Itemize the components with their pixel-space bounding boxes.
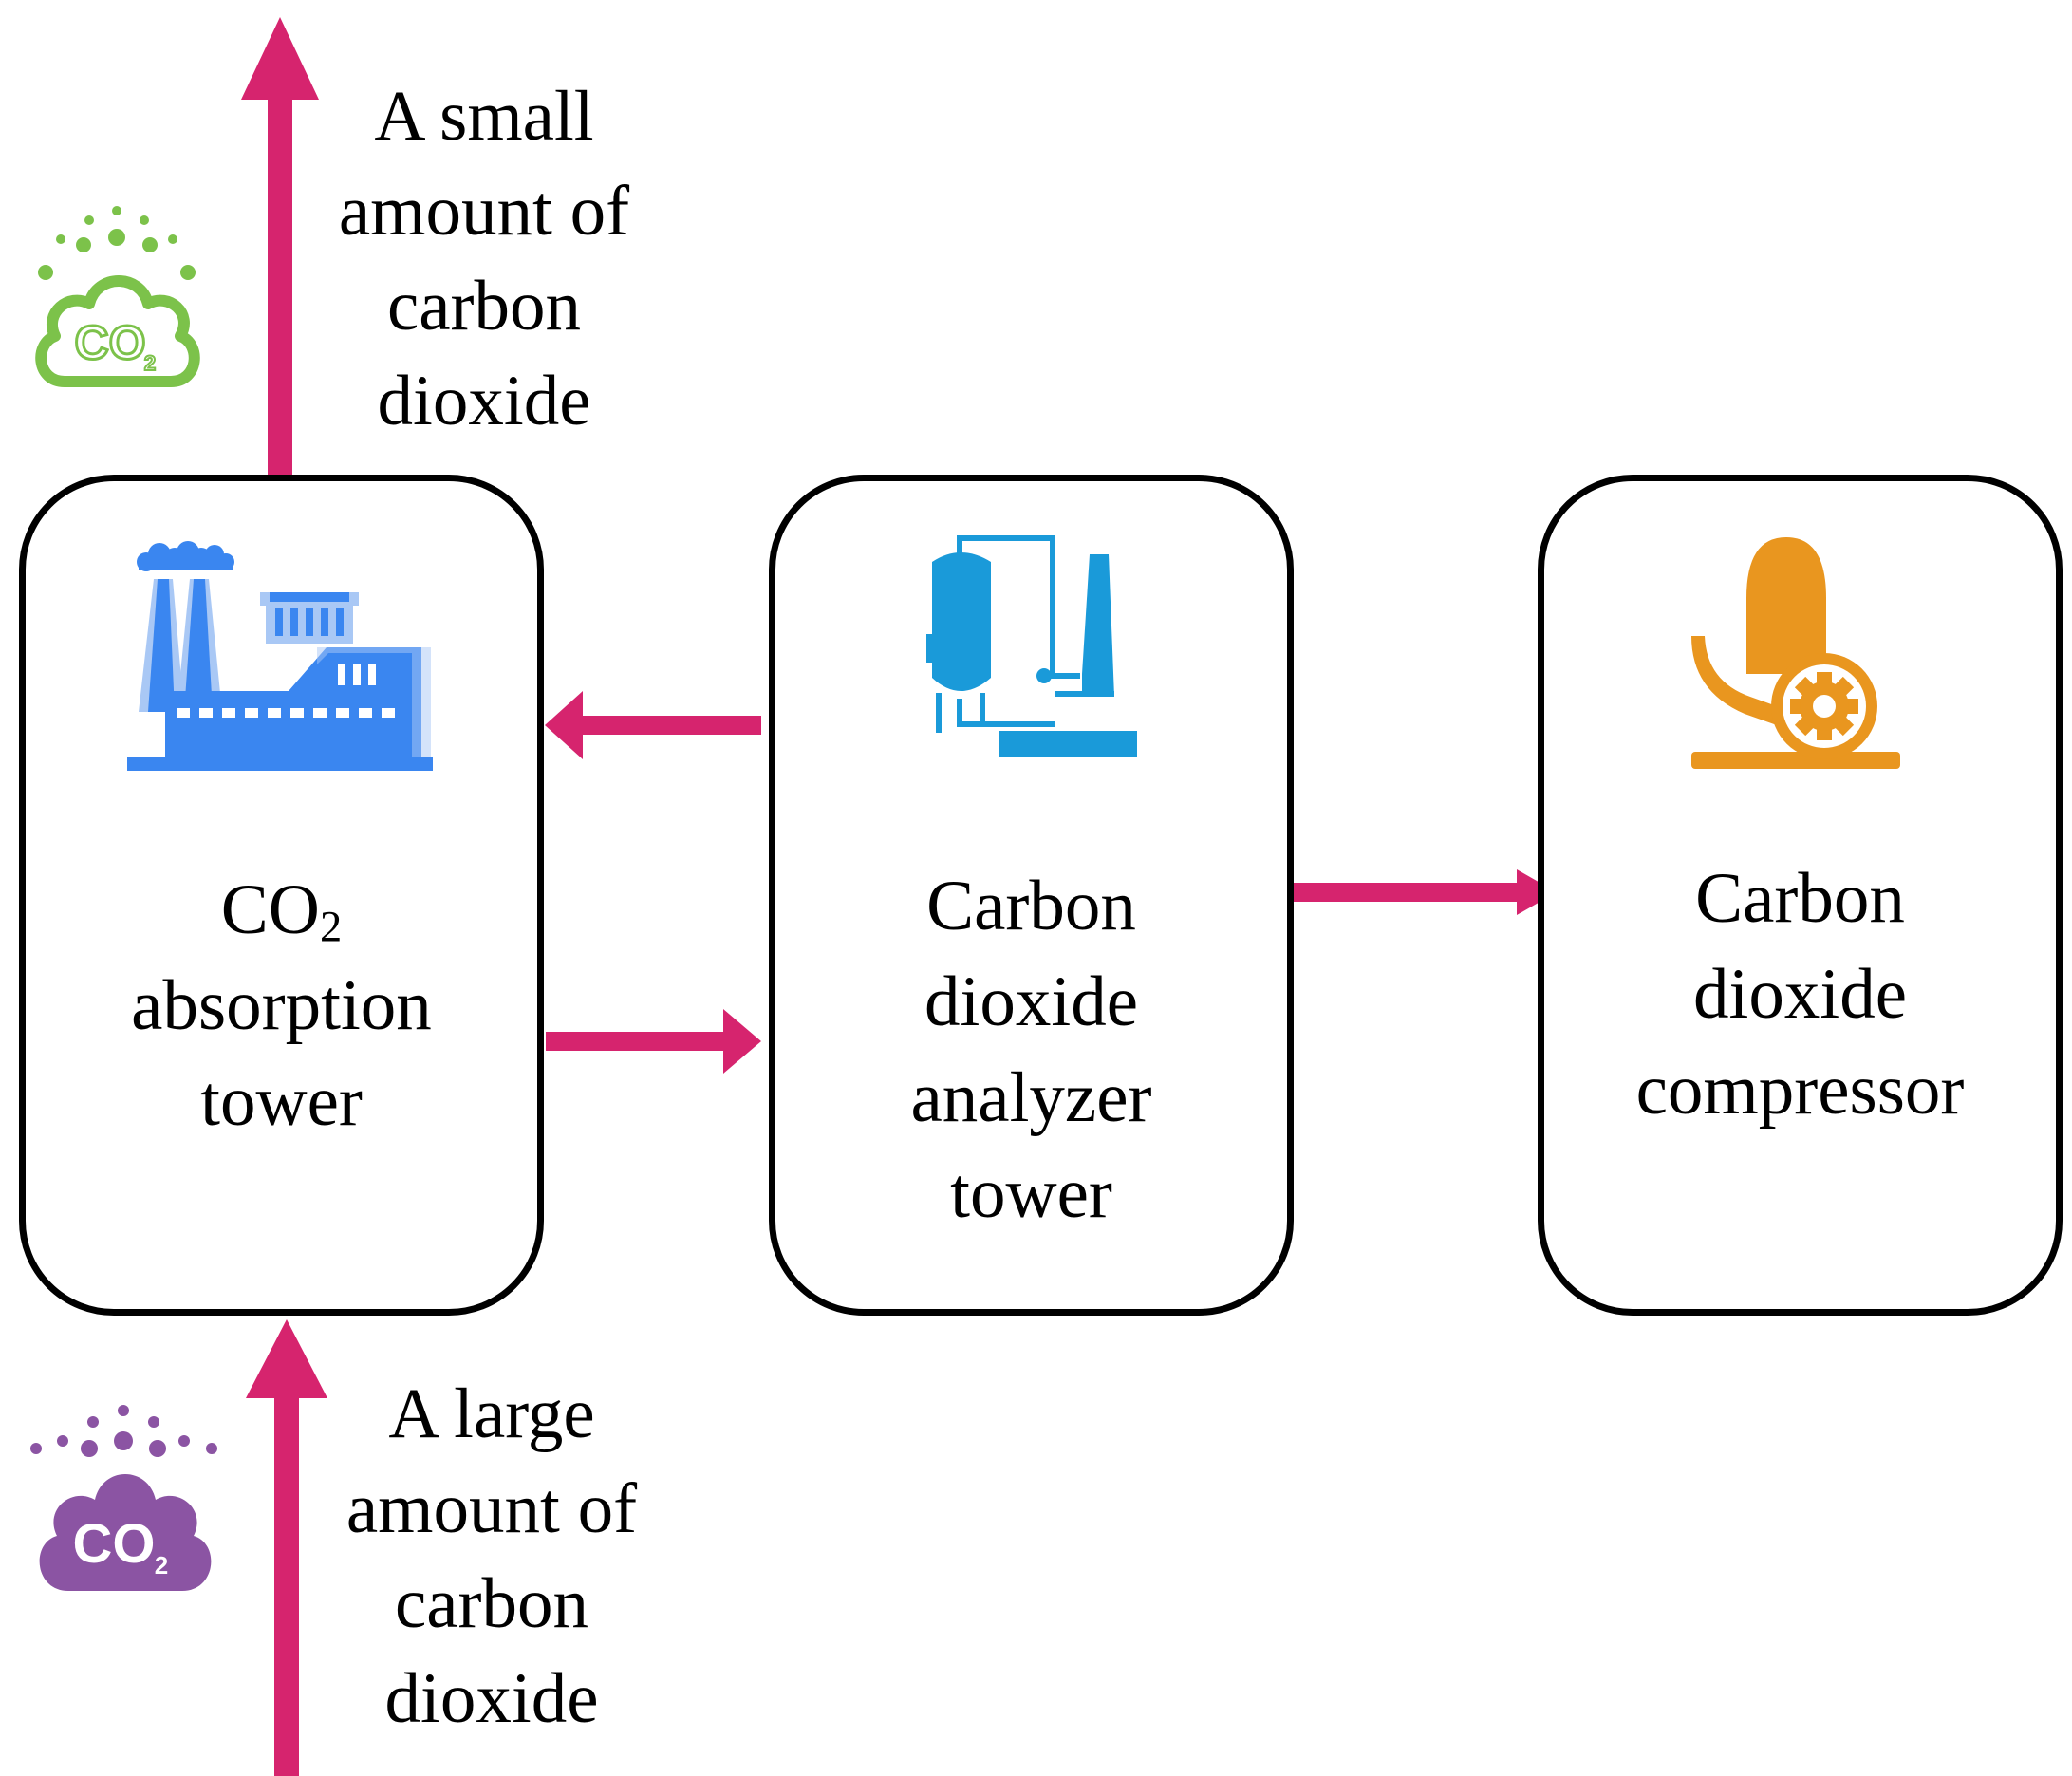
absorption-tower-label: CO2 absorption tower xyxy=(19,862,544,1150)
intake-label: A large amount of carbon dioxide xyxy=(302,1367,681,1747)
arrow-emission-up xyxy=(241,17,319,492)
analyzer-tower-box xyxy=(769,475,1294,1316)
analyzer-label-line-2: dioxide xyxy=(924,963,1138,1041)
factory-icon xyxy=(127,541,433,771)
arrow-absorption-to-analyzer xyxy=(546,1009,761,1074)
emission-label-line-4: dioxide xyxy=(377,362,591,440)
absorption-label-line-2: tower xyxy=(200,1062,363,1141)
emission-label-line-2: amount of xyxy=(338,172,630,251)
compressor-label: Carbon dioxide compressor xyxy=(1538,851,2063,1138)
svg-text:2: 2 xyxy=(144,351,156,375)
compressor-label-line-1: Carbon xyxy=(1695,859,1905,938)
intake-label-line-1: A large xyxy=(388,1374,595,1453)
intake-label-line-3: carbon xyxy=(394,1564,589,1643)
emission-label-line-3: carbon xyxy=(386,267,582,346)
emission-label: A small amount of carbon dioxide xyxy=(294,69,674,449)
analyzer-label-line-3: analyzer xyxy=(910,1058,1152,1137)
analyzer-label-line-4: tower xyxy=(950,1154,1112,1233)
compressor-box xyxy=(1538,475,2063,1316)
svg-text:CO: CO xyxy=(73,1513,156,1575)
compressor-gear-icon xyxy=(1691,532,1900,769)
svg-text:2: 2 xyxy=(155,1551,168,1580)
co2-cloud-outline-icon: CO 2 xyxy=(27,201,207,396)
analyzer-label-line-1: Carbon xyxy=(926,867,1136,945)
arrow-analyzer-to-absorption xyxy=(545,691,761,759)
arrow-analyzer-to-compressor xyxy=(1293,869,1557,915)
absorption-label-line-1: absorption xyxy=(131,966,432,1045)
compressor-label-line-2: dioxide xyxy=(1693,955,1907,1034)
compressor-label-line-3: compressor xyxy=(1635,1051,1965,1130)
distillation-tower-icon xyxy=(923,535,1137,765)
absorption-tower-box xyxy=(19,475,544,1316)
svg-text:CO: CO xyxy=(75,316,146,369)
emission-label-line-1: A small xyxy=(374,77,594,156)
intake-label-line-4: dioxide xyxy=(384,1659,599,1738)
absorption-formula: CO2 xyxy=(220,870,343,952)
arrow-intake-up xyxy=(246,1319,327,1776)
analyzer-tower-label: Carbon dioxide analyzer tower xyxy=(769,858,1294,1242)
co2-cloud-filled-icon: CO 2 xyxy=(27,1401,221,1605)
intake-label-line-2: amount of xyxy=(345,1469,638,1548)
